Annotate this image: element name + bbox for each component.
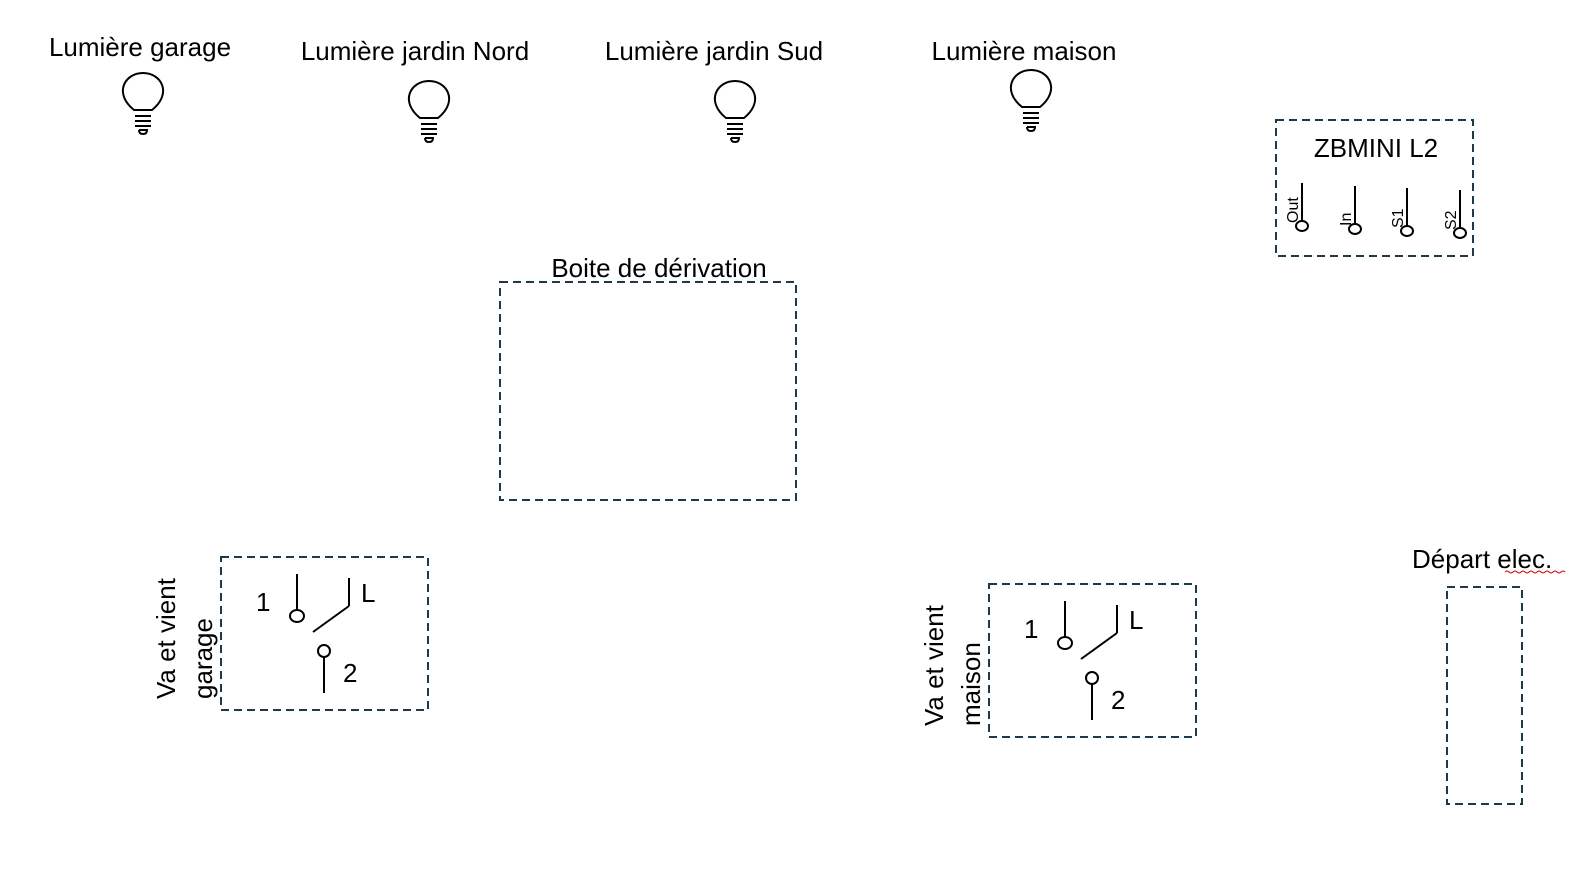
zbmini-pin-label: Out	[1285, 197, 1302, 223]
light-label-garage: Lumière garage	[49, 32, 231, 62]
switch-label-line2: maison	[956, 642, 986, 726]
power-source-label: Départ elec.	[1412, 544, 1552, 574]
switch-symbol-icon	[1057, 601, 1118, 720]
terminal-l-label: L	[361, 578, 375, 608]
light-bulb-icon	[408, 79, 450, 144]
switch-symbol-icon	[289, 574, 350, 693]
switch-box	[988, 583, 1197, 738]
switch-box	[220, 556, 429, 711]
zbmini-title: ZBMINI L2	[1314, 133, 1438, 163]
terminal-1-label: 1	[256, 587, 270, 617]
junction-box-label: Boite de dérivation	[551, 253, 766, 283]
switch-label-line1: Va et vient	[151, 577, 181, 699]
light-label-jardin-nord: Lumière jardin Nord	[301, 36, 529, 66]
light-bulb-icon	[714, 79, 756, 144]
zbmini-pin-in: In	[1338, 186, 1362, 235]
terminal-2-label: 2	[343, 658, 357, 688]
zbmini-pin-s2: S2	[1443, 190, 1467, 239]
power-source-box	[1446, 586, 1523, 805]
zbmini-module	[1275, 119, 1474, 257]
zbmini-pin-label: S1	[1390, 208, 1407, 228]
light-bulb-icon	[122, 71, 164, 136]
terminal-2-label: 2	[1111, 685, 1125, 715]
terminal-1-label: 1	[1024, 614, 1038, 644]
light-bulb-icon	[1010, 68, 1052, 133]
zbmini-pin-label: S2	[1443, 210, 1460, 230]
switch-label-line2: garage	[188, 618, 218, 699]
zbmini-pin-label: In	[1338, 213, 1355, 226]
zbmini-pin-out: Out	[1285, 183, 1309, 232]
light-label-jardin-sud: Lumière jardin Sud	[605, 36, 823, 66]
terminal-l-label: L	[1129, 605, 1143, 635]
zbmini-pin-s1: S1	[1390, 188, 1414, 237]
light-label-maison: Lumière maison	[932, 36, 1117, 66]
spellcheck-underline	[1504, 570, 1566, 574]
junction-box	[499, 281, 797, 501]
switch-label-line1: Va et vient	[919, 604, 949, 726]
